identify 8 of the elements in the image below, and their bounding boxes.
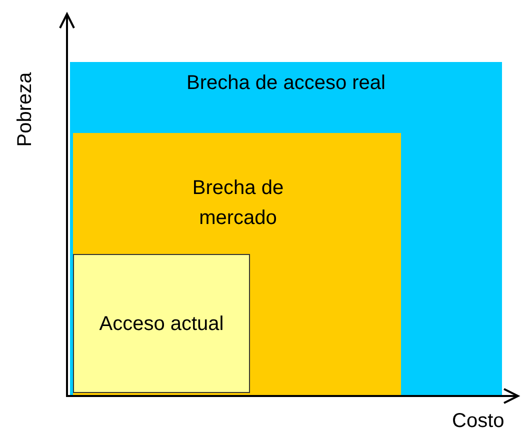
region-label: Brecha de mercado xyxy=(191,176,285,231)
axis-label: Costo xyxy=(452,410,504,433)
region-box xyxy=(73,254,250,393)
region-box xyxy=(73,133,401,395)
region-box xyxy=(70,62,502,395)
region-label: Brecha de acceso real xyxy=(185,71,386,96)
region-label: Acceso actual xyxy=(98,312,225,337)
axis-label: Pobreza xyxy=(14,72,37,147)
